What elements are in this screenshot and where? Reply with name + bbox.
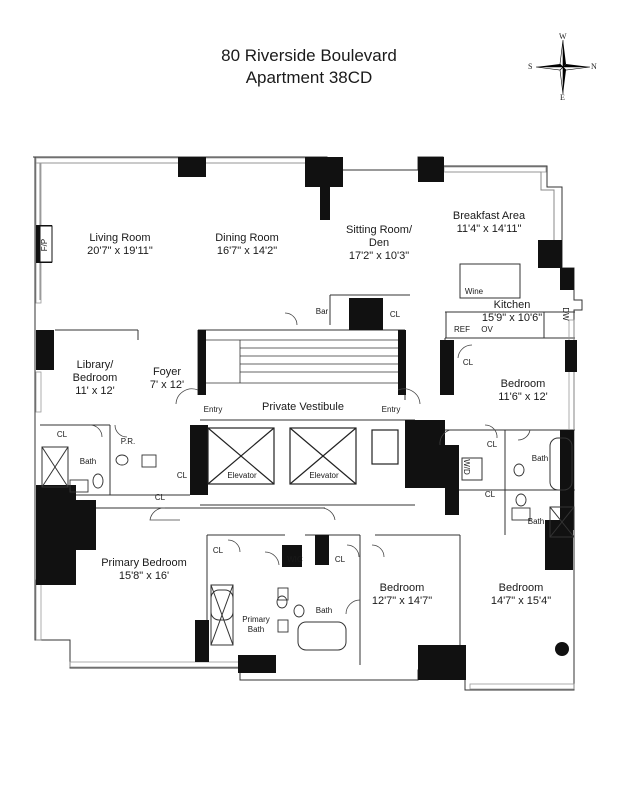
walk-in-closet-label: WIC [287,555,303,564]
closet-label-mid: CL [334,555,346,564]
plan-title-address: 80 Riverside Boulevard [221,46,397,65]
closet-label-e1: CL [486,440,498,449]
bar-label: Bar [315,307,329,316]
fireplace-label: F/P [40,238,49,252]
closet-label-primary: CL [212,546,224,555]
compass-e-label: E [560,93,565,102]
oven-label: OV [481,325,493,334]
closet-label-pr: CL [176,471,188,480]
elevator-label-1: Elevator [227,471,257,480]
closet-label-hall: CL [154,493,166,502]
closet-label-e2: CL [484,490,496,499]
closet-label-ne: CL [462,358,474,367]
bath-label-ne: Bath [531,454,549,463]
compass-rose-icon: W S N E [528,32,597,102]
entry-label-west: Entry [203,405,223,414]
compass-w-label: W [559,32,567,41]
entry-label-east: Entry [381,405,401,414]
elevator-label-2: Elevator [309,471,339,480]
dishwasher-label: DW [561,307,570,321]
private-vestibule-label: Private Vestibule [262,401,344,413]
bath-label-library: Bath [79,457,97,466]
closet-label-bar: CL [389,310,401,319]
closet-label-library: CL [56,430,68,439]
compass-s-label: S [528,62,533,71]
compass-n-label: N [591,62,597,71]
bath-label-mid: Bath [315,606,333,615]
plan-title-apartment: Apartment 38CD [245,68,373,87]
bath-label-se: Bath [527,517,545,526]
ref-label: REF [454,325,470,334]
powder-room-label: P.R. [120,437,136,446]
wine-label: Wine [464,287,484,296]
washer-dryer-label: W/D [462,459,471,475]
